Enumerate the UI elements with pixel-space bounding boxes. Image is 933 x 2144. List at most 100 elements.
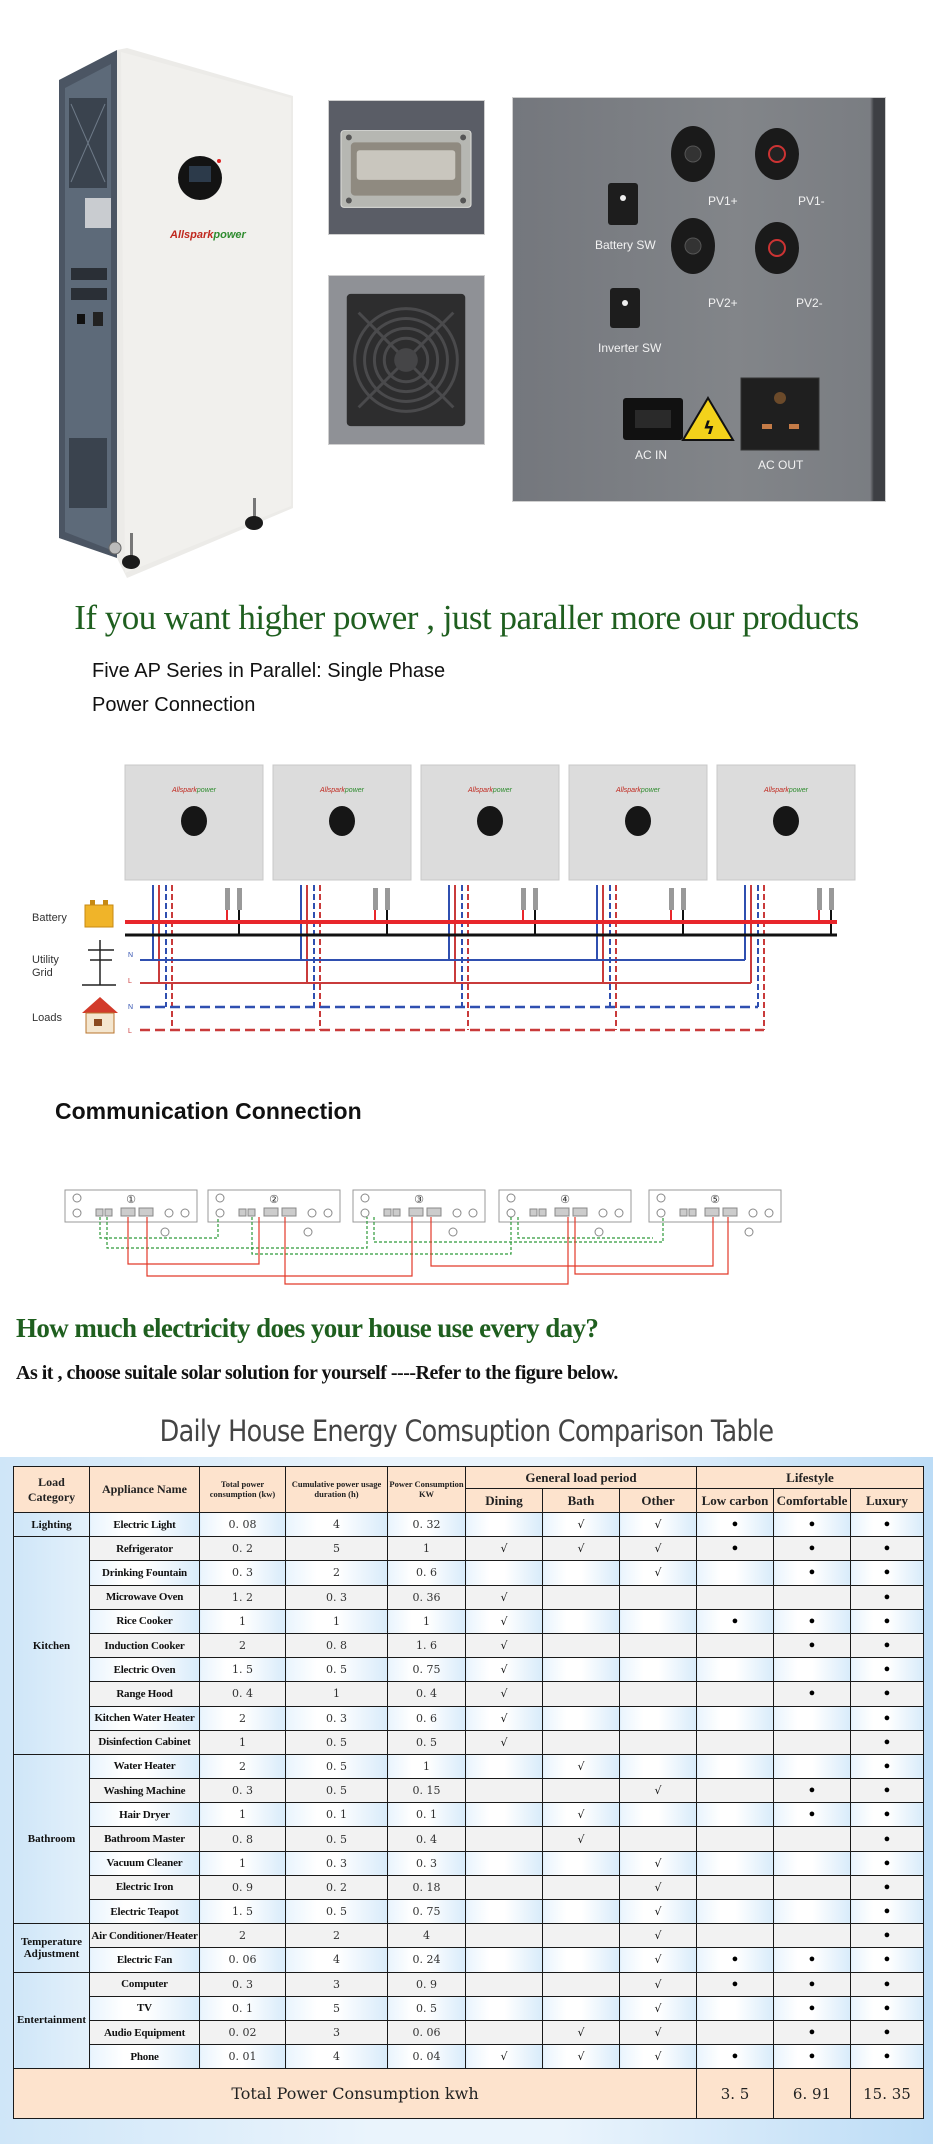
appliance-cell: Induction Cooker <box>89 1632 200 1659</box>
duration-cell: 0. 2 <box>285 1874 388 1901</box>
dining-cell <box>465 1923 543 1949</box>
duration-cell: 0. 5 <box>285 1826 388 1852</box>
power-kw-cell: 1 <box>387 1536 466 1562</box>
power-kw-cell: 0. 4 <box>387 1681 466 1707</box>
pv1-minus-label: PV1- <box>798 194 825 208</box>
low-carbon-cell <box>696 1560 774 1586</box>
duration-cell: 5 <box>285 1536 388 1562</box>
dining-cell <box>465 1898 543 1925</box>
comm-port <box>281 1207 297 1217</box>
power-kw-cell: 1. 6 <box>387 1632 466 1659</box>
other-cell <box>619 1681 697 1707</box>
power-kw-cell: 1 <box>387 1608 466 1634</box>
dining-cell <box>465 1850 543 1876</box>
dining-cell: √ <box>465 1681 543 1707</box>
dining-cell <box>465 1874 543 1901</box>
dining-cell <box>465 1826 543 1852</box>
power-kw-cell: 0. 6 <box>387 1560 466 1586</box>
power-kw-cell: 0. 18 <box>387 1874 466 1901</box>
comm-green-link <box>251 1217 512 1255</box>
total-power-cell: 1. 2 <box>199 1584 286 1610</box>
luxury-cell: ● <box>850 2019 924 2046</box>
low-carbon-cell <box>696 1874 774 1901</box>
table-title: Daily House Energy Comsuption Comparison… <box>159 1414 774 1448</box>
legend-battery: Battery <box>32 912 67 924</box>
low-carbon-cell <box>696 1584 774 1610</box>
duration-cell: 0. 5 <box>285 1778 388 1804</box>
power-kw-cell: 0. 5 <box>387 1995 466 2021</box>
svg-text:ϟ: ϟ <box>703 418 715 439</box>
low-carbon-cell <box>696 1826 774 1852</box>
total-comfortable: 6. 91 <box>773 2068 851 2120</box>
total-power-cell: 2 <box>199 1705 286 1731</box>
duration-cell: 0. 3 <box>285 1584 388 1610</box>
inverter-sw-label: Inverter SW <box>598 341 662 355</box>
total-power-cell: 2 <box>199 1753 286 1780</box>
appliance-cell: Hair Dryer <box>89 1802 200 1828</box>
comm-unit <box>498 1189 632 1223</box>
header-dining: Dining <box>465 1488 543 1513</box>
total-power-cell: 0. 02 <box>199 2019 286 2046</box>
total-power-cell: 0. 2 <box>199 1536 286 1562</box>
total-power-cell: 1 <box>199 1608 286 1634</box>
comm-unit-number: ① <box>126 1194 136 1206</box>
total-power-cell: 1. 5 <box>199 1657 286 1683</box>
other-cell: √ <box>619 1511 697 1538</box>
comm-port-circle <box>448 1227 458 1237</box>
other-cell <box>619 1826 697 1852</box>
house-icon <box>82 997 118 1034</box>
dining-cell: √ <box>465 1657 543 1683</box>
duration-cell: 0. 5 <box>285 1753 388 1780</box>
duration-cell: 4 <box>285 1947 388 1973</box>
bath-cell <box>542 1584 620 1610</box>
low-carbon-cell <box>696 1923 774 1949</box>
other-cell <box>619 1608 697 1634</box>
bath-cell: √ <box>542 1753 620 1780</box>
duration-cell: 0. 3 <box>285 1705 388 1731</box>
luxury-cell: ● <box>850 1753 924 1780</box>
appliance-cell: Kitchen Water Heater <box>89 1705 200 1731</box>
comm-port-circle <box>598 1208 608 1218</box>
header-duration: Cumulative power usage duration (h) <box>285 1466 388 1513</box>
luxury-cell: ● <box>850 1705 924 1731</box>
bath-cell: √ <box>542 1802 620 1828</box>
total-power-cell: 1 <box>199 1729 286 1755</box>
other-cell <box>619 1729 697 1755</box>
other-cell <box>619 1584 697 1610</box>
total-power-cell: 0. 3 <box>199 1778 286 1804</box>
appliance-cell: Electric Teapot <box>89 1898 200 1925</box>
unit-brand: Allsparkpower <box>319 787 365 794</box>
luxury-cell: ● <box>850 1608 924 1634</box>
comfortable-cell: ● <box>773 1995 851 2021</box>
category-cell: Temperature Adjustment <box>13 1923 90 1973</box>
comm-port-circle <box>360 1208 370 1218</box>
low-carbon-cell <box>696 1681 774 1707</box>
total-power-cell: 1. 5 <box>199 1898 286 1925</box>
duration-cell: 2 <box>285 1560 388 1586</box>
bath-cell <box>542 1705 620 1731</box>
load-n-label: N <box>128 1004 133 1011</box>
duration-cell: 4 <box>285 1511 388 1538</box>
appliance-cell: Phone <box>89 2044 200 2070</box>
duration-cell: 0. 5 <box>285 1898 388 1925</box>
comm-red-link <box>284 1217 569 1285</box>
bath-cell: √ <box>542 2019 620 2046</box>
comm-red-link <box>127 1217 260 1265</box>
appliance-cell: Electric Iron <box>89 1874 200 1901</box>
grid-l-label: L <box>128 978 132 985</box>
comfortable-cell <box>773 1657 851 1683</box>
power-kw-cell: 0. 06 <box>387 2019 466 2046</box>
duration-cell: 0. 5 <box>285 1729 388 1755</box>
other-cell <box>619 1753 697 1780</box>
comm-port-circle <box>180 1208 190 1218</box>
bath-cell <box>542 1898 620 1925</box>
usage-question-title: How much electricity does your house use… <box>16 1313 599 1343</box>
unit-brand: Allsparkpower <box>171 787 217 794</box>
low-carbon-cell <box>696 1632 774 1659</box>
